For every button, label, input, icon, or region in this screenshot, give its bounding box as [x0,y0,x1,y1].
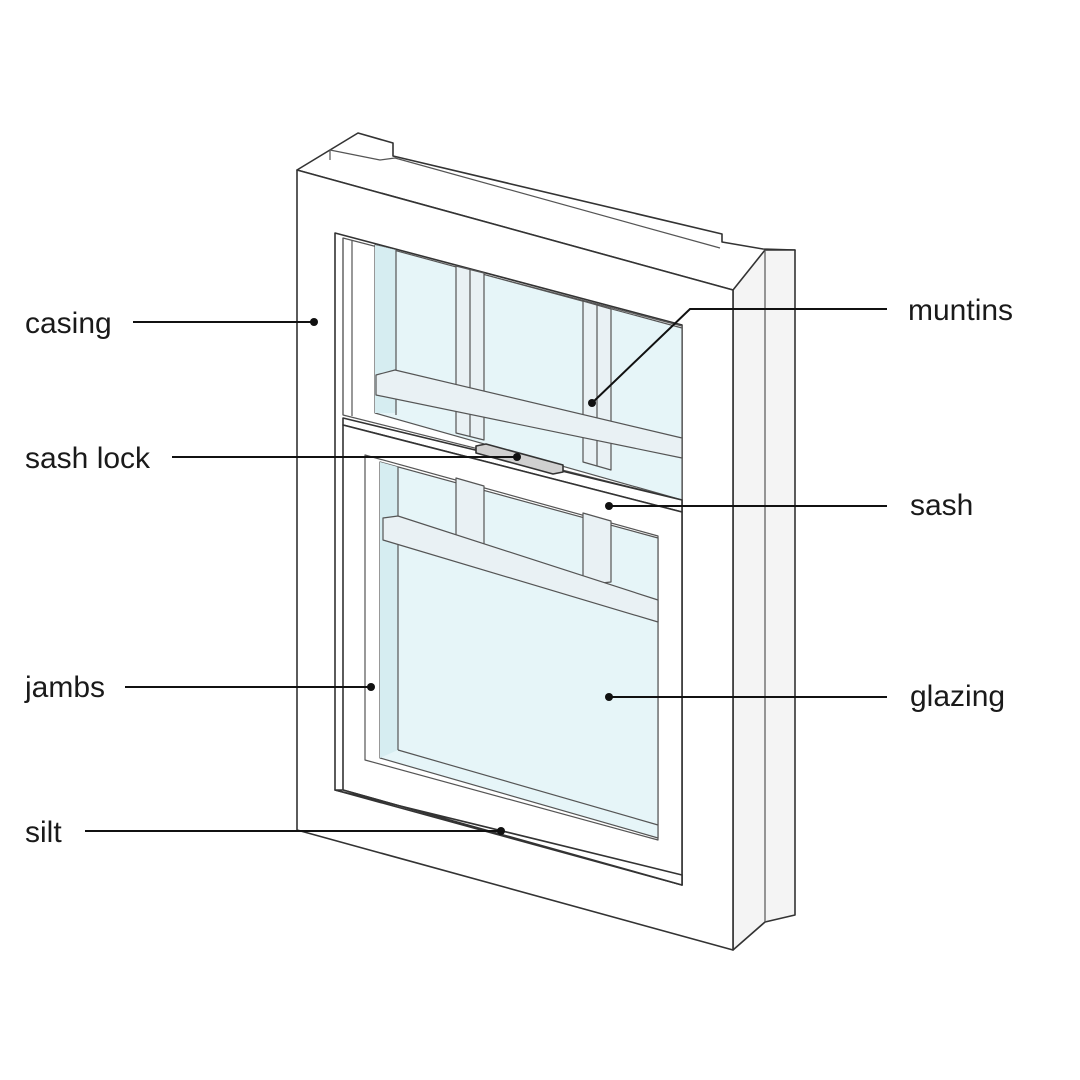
label-sash: sash [910,489,973,522]
sill-lip [334,789,683,886]
label-jambs: jambs [24,671,105,704]
frame-right-side [732,249,796,951]
label-sash-lock: sash lock [25,442,151,475]
lower-muntin-v2 [582,512,612,586]
label-glazing: glazing [910,680,1005,713]
upper-muntin-h [375,369,683,459]
leader-muntins [591,308,887,404]
label-silt: silt [25,816,62,849]
label-muntins: muntins [908,294,1013,327]
label-casing: casing [25,307,112,340]
callouts: casing sash lock jambs silt muntins sash… [24,294,1013,849]
window-illustration [296,132,796,951]
lower-muntin-h [382,515,659,623]
